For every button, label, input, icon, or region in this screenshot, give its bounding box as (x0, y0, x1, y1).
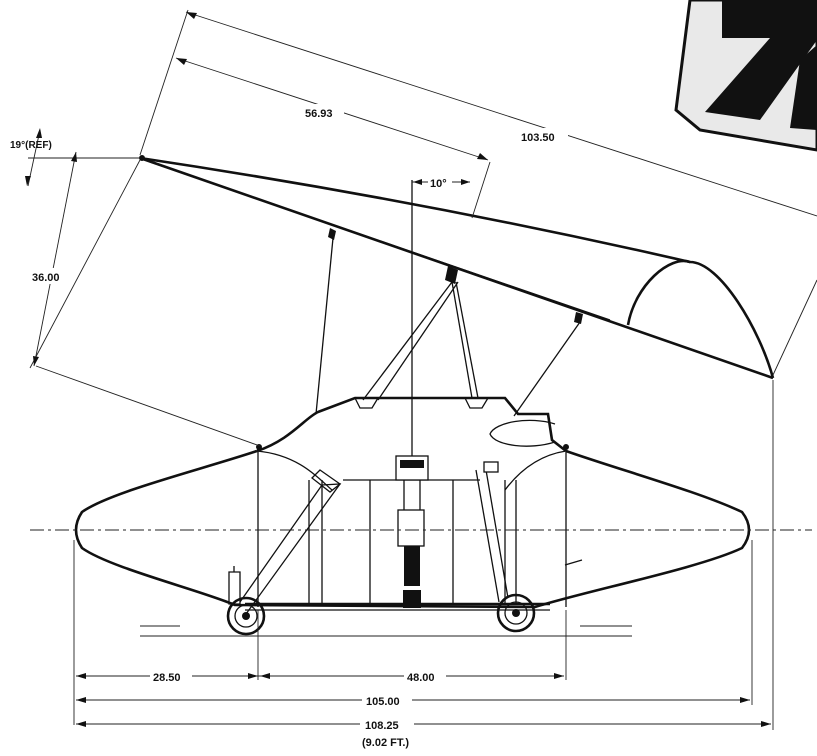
control-column (395, 180, 429, 608)
landing-gear (228, 461, 509, 615)
dim-wing-long: 103.50 (521, 132, 555, 144)
dim-wing-short: 56.93 (305, 108, 333, 120)
wing-nose-pin (139, 155, 145, 161)
wing-upper-edge (139, 156, 691, 264)
dim-hull-length: 105.00 (366, 696, 400, 708)
wing-assembly (139, 155, 775, 380)
dim-height: 36.00 (32, 272, 60, 284)
front-wheel (226, 596, 266, 636)
dim-front: 28.50 (153, 672, 181, 684)
dim-angle: 10° (430, 178, 447, 190)
wing-struts (315, 237, 581, 417)
dimension-lines (25, 9, 817, 730)
wing-pivot (445, 266, 458, 284)
wing-hinge-right (574, 312, 583, 324)
hull-outline (74, 449, 751, 609)
dim-tilt-ref: 19°(REF) (10, 140, 52, 151)
top-pod (256, 396, 567, 453)
dim-overall-length: 108.25 (365, 720, 399, 732)
dim-overall-length-ft: (9.02 FT.) (362, 737, 409, 749)
wing-inner-line (149, 161, 611, 321)
rear-wheel (496, 593, 536, 633)
side-grip (564, 559, 583, 566)
cockpit-nose (489, 419, 556, 447)
dim-wheelbase: 48.00 (407, 672, 435, 684)
wing-hinge-left (328, 228, 336, 240)
corner-logo (674, 0, 817, 152)
wing-tip-arc (626, 259, 775, 379)
